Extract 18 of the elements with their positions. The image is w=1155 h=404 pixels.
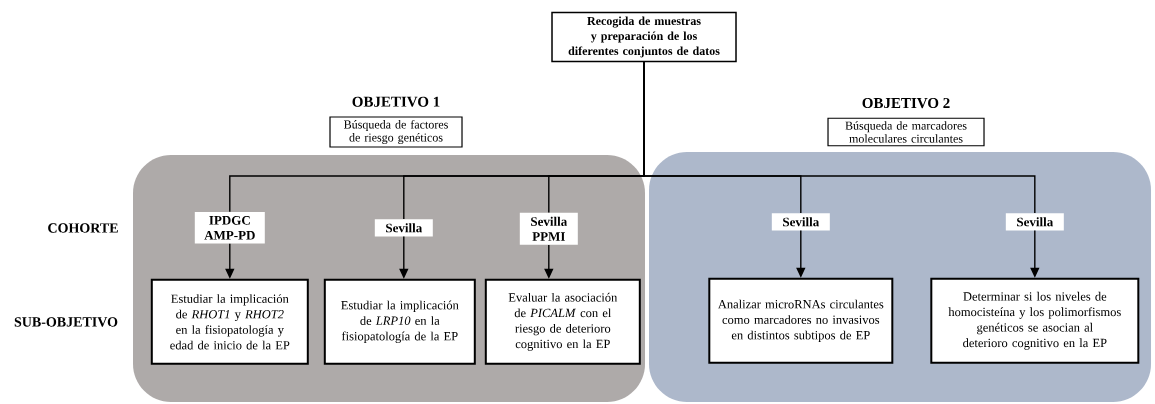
process-box: Recogida de muestras y preparación de los diferentes conjuntos de datos (551, 11, 737, 63)
objective-box: Estudiar la implicación de LRP10 en la fisiopatología de la EP (323, 278, 476, 365)
objective-box: Analizar microRNAs circulantes como marcadores no invasivos en distintos subtipos de EP (708, 277, 894, 364)
objective-box: Búsqueda de marcadores moleculares circulantes (827, 117, 985, 147)
cohort-box: Sevilla (1005, 213, 1064, 231)
row-label: SUB-OBJETIVO (14, 317, 118, 327)
cohort-box: Sevilla PPMI (519, 212, 578, 245)
cohort-box: Sevilla (374, 219, 433, 237)
objective-box: Búsqueda de factores de riesgo genéticos (329, 116, 463, 148)
objective-box: Evaluar la asociación de PICALM con el riesgo de deterioro cognitivo en la EP (484, 278, 641, 365)
objective-box: Estudiar la implicación de RHOT1 y RHOT2 en la fisiopatología y edad de inicio de la EP (150, 278, 309, 365)
cohort-box: IPDGC AMP-PD (194, 212, 265, 244)
cohort-box: Sevilla (771, 213, 830, 231)
objective-heading: OBJETIVO 1 (352, 96, 440, 107)
connector (643, 61, 1036, 214)
objective-heading: OBJETIVO 2 (862, 98, 950, 109)
row-label: COHORTE (48, 223, 118, 233)
objective-box: Determinar si los niveles de homocisteína y los polimorfismos genéticos se asocian al deterioro cognitivo en la EP (930, 277, 1140, 364)
